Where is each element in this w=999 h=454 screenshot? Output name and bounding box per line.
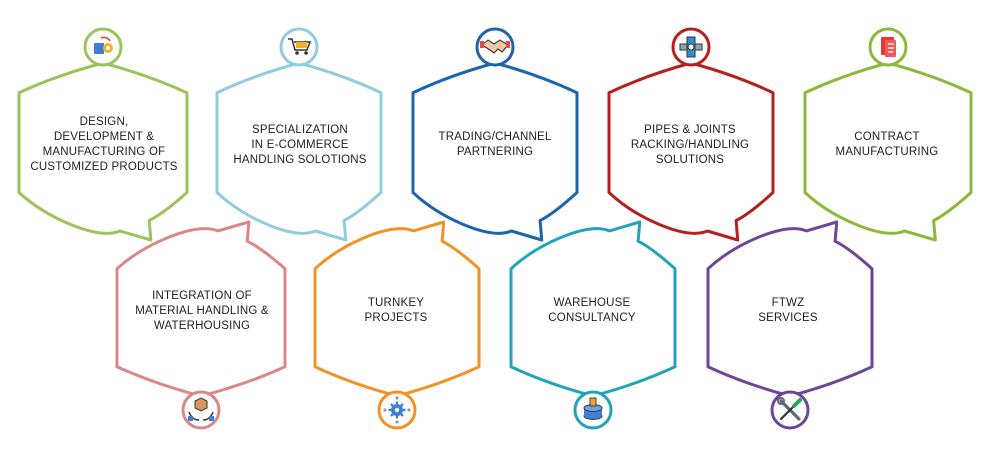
contract-document-icon <box>868 27 908 67</box>
service-label-ftwz: FTWZ SERVICES <box>758 297 818 324</box>
service-shape-turnkey <box>313 220 481 398</box>
service-label-warehouse: WAREHOUSE CONSULTANCY <box>548 297 636 324</box>
service-shape-design <box>17 61 189 242</box>
service-label-trading: TRADING/CHANNEL PARTNERING <box>438 131 552 158</box>
warehouse-database-icon <box>573 390 613 430</box>
box-hands-icon <box>181 390 221 430</box>
handshake-icon <box>475 27 515 67</box>
project-gear-icon <box>377 390 417 430</box>
design-settings-icon <box>83 27 123 67</box>
service-label-integration: INTEGRATION OF MATERIAL HANDLING & WATER… <box>135 289 269 332</box>
service-label-contract: CONTRACT MANUFACTURING <box>835 131 939 158</box>
service-label-design: DESIGN, DEVELOPMENT & MANUFACTURING OF C… <box>30 116 178 173</box>
wrench-screwdriver-icon <box>770 390 810 430</box>
service-shape-pipes <box>607 61 775 242</box>
service-shape-warehouse <box>509 220 677 398</box>
service-label-ecommerce: SPECIALIZATION IN E-COMMERCE HANDLING SO… <box>233 123 367 166</box>
service-label-pipes: PIPES & JOINTS RACKING/HANDLING SOLUTION… <box>630 123 750 166</box>
service-shape-trading <box>411 61 579 242</box>
service-shape-ecommerce <box>215 61 383 242</box>
service-shape-integration <box>115 220 287 398</box>
pipe-joint-icon <box>671 27 711 67</box>
shopping-cart-icon <box>279 27 319 67</box>
service-shape-ftwz <box>706 220 874 398</box>
service-label-turnkey: TURNKEY PROJECTS <box>364 297 428 324</box>
service-shape-contract <box>803 61 973 242</box>
